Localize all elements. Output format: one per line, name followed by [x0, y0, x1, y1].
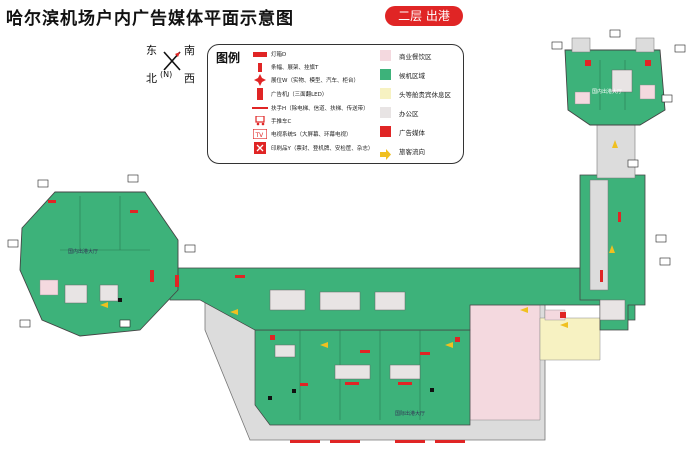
zone-vip: 头等舱贵宾休息区 — [380, 88, 451, 99]
waiting-zone-west — [19, 191, 179, 337]
waiting-swatch-icon — [380, 69, 391, 80]
display-booth-icon — [252, 74, 268, 86]
page-title: 哈尔滨机场户内广告媒体平面示意图 — [6, 9, 294, 29]
ad-media-swatch-icon — [380, 126, 391, 137]
passenger-flow-arrow-icon — [380, 145, 391, 160]
trolley-icon — [252, 116, 268, 126]
north-tower-stem — [596, 119, 636, 179]
legend-item-trolley: 手推车C — [252, 116, 291, 126]
banner-icon — [252, 62, 268, 72]
handrail-icon — [252, 103, 268, 113]
south-hall-label: 国际出港大厅 — [395, 411, 426, 417]
commercial-zone-southeast — [469, 304, 541, 421]
compass-east: 东 — [146, 44, 157, 57]
legend-item-handrail: 扶手H（除电梯、信道、扶梯、传送带） — [252, 103, 369, 113]
compass-north: 北 — [146, 72, 157, 85]
light-box-icon — [252, 49, 268, 59]
legend-item-ad-machine: 广告机J（三面翻LED） — [252, 88, 327, 100]
east-hall-label: 国内出港大厅 — [592, 89, 623, 95]
legend-item-display-booth: 展位W（实物、模型、汽车、柜台） — [252, 74, 359, 86]
zone-office: 办公区 — [380, 107, 419, 118]
zone-passenger-flow: 旅客流向 — [380, 145, 425, 160]
legend-title: 图例 — [216, 51, 241, 65]
compass-north-marker: (N) — [160, 70, 173, 79]
vip-swatch-icon — [380, 88, 391, 99]
office-swatch-icon — [380, 107, 391, 118]
compass-rose-icon — [163, 51, 181, 71]
printed-matter-icon — [252, 142, 268, 154]
commercial-swatch-icon — [380, 50, 391, 61]
floor-badge: 二层 出港 — [385, 6, 463, 26]
compass-south: 南 — [184, 44, 195, 57]
zone-ad-media: 广告媒体 — [380, 126, 425, 137]
zone-waiting: 候机区域 — [380, 69, 425, 80]
legend-item-tv: TV 电视系统S（大屏幕、环幕电视） — [252, 129, 352, 139]
svg-text:TV: TV — [255, 132, 265, 139]
zone-commercial: 商业餐饮区 — [380, 50, 432, 61]
tv-icon: TV — [252, 129, 268, 139]
compass: 东 南 北 (N) 西 — [140, 40, 210, 88]
vip-zone-east — [539, 317, 601, 361]
legend-item-banner: 条幅、展架、挂旗T — [252, 62, 318, 72]
legend-item-light-box: 灯箱D — [252, 49, 286, 59]
legend: 图例 灯箱D 条幅、展架、挂旗T 展位W（实物、模型、汽车、柜台） 广告机J（三… — [207, 44, 464, 164]
ad-machine-icon — [252, 88, 268, 100]
legend-item-printed-matter: 印刷品Y（票封、登机牌、安检筐、杂志） — [252, 142, 373, 154]
west-hall-label: 国内出港大厅 — [68, 249, 99, 255]
compass-west: 西 — [184, 72, 195, 85]
